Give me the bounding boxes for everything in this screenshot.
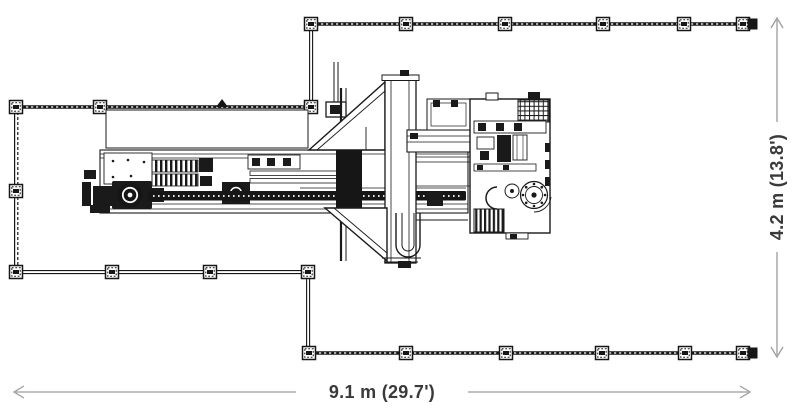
machine-deck <box>406 98 471 206</box>
fence-post-corner <box>8 264 24 280</box>
safety-fence <box>14 22 744 355</box>
arrow-right-icon <box>739 385 752 399</box>
hook-guide <box>485 186 498 210</box>
fence-post <box>398 16 414 32</box>
fence-post <box>303 16 319 32</box>
machine-chain-rail <box>148 191 466 201</box>
horizontal-dimension-label: 9.1 m (29.7') <box>328 382 436 402</box>
fence-post-corner <box>301 345 317 361</box>
fence-post <box>677 345 693 361</box>
machine-gantry <box>307 70 468 268</box>
arrow-down-icon <box>770 346 784 359</box>
fence-post <box>398 345 414 361</box>
fence-post-corner <box>8 99 24 115</box>
arrow-left-icon <box>12 385 25 399</box>
fence-post <box>92 99 108 115</box>
fence-posts <box>8 16 758 361</box>
fence-post-corner <box>300 264 316 280</box>
horizontal-dimension-line <box>12 385 752 399</box>
dimension-lines <box>12 16 784 399</box>
vertical-dimension-line <box>770 16 784 359</box>
vertical-dimension-label: 4.2 m (13.8') <box>767 133 787 241</box>
machine-top-view <box>82 62 552 268</box>
fence-gate-marker <box>216 99 228 107</box>
machine-mast <box>325 62 347 118</box>
fence-post <box>104 264 120 280</box>
fence-post <box>498 345 514 361</box>
fence-post <box>595 16 611 32</box>
fence-post <box>594 345 610 361</box>
machine-tooling-strips <box>150 158 213 202</box>
machine-zone-outline <box>105 109 309 149</box>
machine-cabinet <box>469 92 552 240</box>
fence-post <box>202 264 218 280</box>
arrow-up-icon <box>770 16 784 29</box>
coolant-pipe <box>395 213 421 258</box>
vent-grille <box>473 208 505 233</box>
fence-post <box>676 16 692 32</box>
machine-left-end <box>82 152 153 213</box>
fence-post <box>8 183 24 199</box>
vent-grid <box>517 99 550 123</box>
turret-icon <box>519 180 552 213</box>
fence-post <box>497 16 513 32</box>
